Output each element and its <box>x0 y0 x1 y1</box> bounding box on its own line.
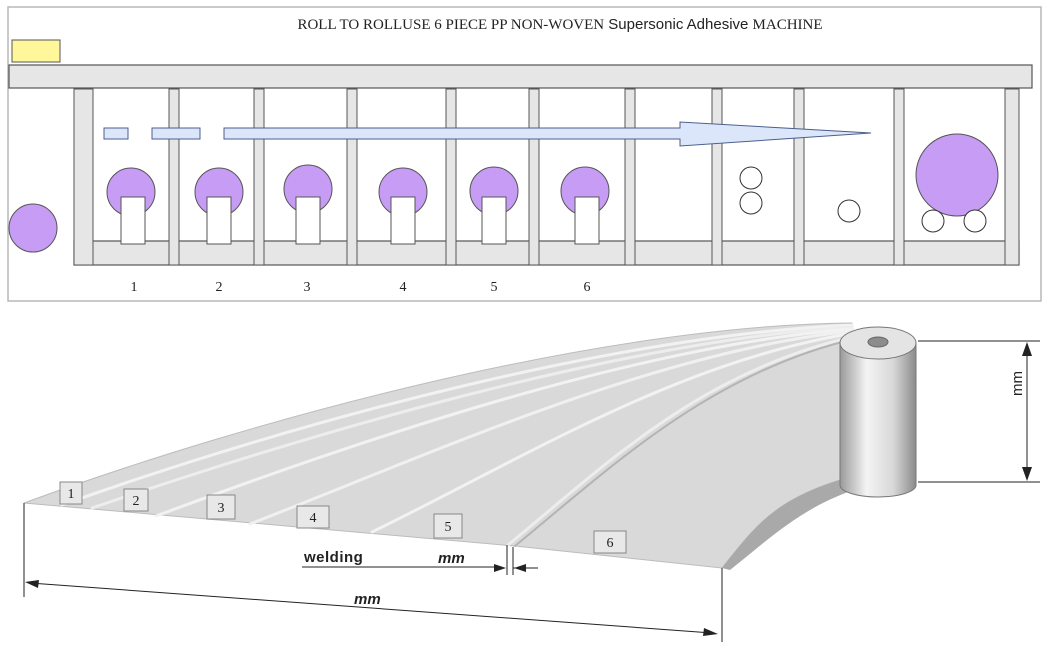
support-roller <box>921 209 945 233</box>
frame-post <box>253 88 265 266</box>
strip-label: 1 <box>68 487 75 502</box>
arrowhead <box>1022 467 1032 481</box>
frame-post <box>168 88 180 266</box>
frame-post <box>793 88 805 266</box>
strip-label-box <box>59 481 83 505</box>
frame-post <box>893 88 905 266</box>
seam-line <box>60 323 854 507</box>
arrowhead <box>494 564 506 572</box>
welding-station <box>378 167 428 245</box>
roll-core-hole <box>867 336 889 348</box>
seam-line <box>248 329 856 526</box>
roll-cylinder-body <box>839 342 917 498</box>
welding-station <box>283 164 333 245</box>
strip-label-box <box>593 530 627 554</box>
machine-title: ROLL TO ROLLUSE 6 PIECE PP NON-WOVEN Sup… <box>297 16 822 33</box>
strip-label: 6 <box>607 536 614 551</box>
station-number: 4 <box>400 280 407 295</box>
yellow-control-block <box>11 39 61 63</box>
guide-roller <box>739 166 763 190</box>
support-roller <box>963 209 987 233</box>
frame-post <box>73 88 94 266</box>
seam-line <box>370 331 857 534</box>
welding-unit: mm <box>438 550 465 567</box>
frame-post <box>1004 88 1020 266</box>
width-unit: mm <box>354 591 381 608</box>
station-horn <box>206 196 232 245</box>
machine-schematic: ROLL TO ROLLUSE 6 PIECE PP NON-WOVEN Sup… <box>7 6 1042 302</box>
seam-shadow <box>514 337 859 547</box>
strip-label-box <box>123 488 149 512</box>
feed-direction-arrow <box>223 121 872 147</box>
guide-roller <box>837 199 861 223</box>
frame-post <box>445 88 457 266</box>
feed-block <box>103 127 129 140</box>
strip-label-box <box>296 505 330 529</box>
station-number: 6 <box>584 280 591 295</box>
station-number: 1 <box>131 280 138 295</box>
unwind-roll <box>8 203 58 253</box>
arrowhead <box>514 564 526 572</box>
arrowhead <box>25 580 39 588</box>
strip-label: 3 <box>218 501 225 516</box>
frame-post <box>528 88 540 266</box>
station-number: 2 <box>216 280 223 295</box>
frame-post <box>346 88 358 266</box>
strip-label-box <box>206 494 236 520</box>
top-beam <box>8 64 1033 89</box>
station-number: 3 <box>304 280 311 295</box>
strip-label: 4 <box>310 511 317 526</box>
station-horn <box>120 196 146 245</box>
frame-post <box>711 88 723 266</box>
welding-station <box>194 167 244 245</box>
welding-station <box>106 167 156 245</box>
base-beam <box>73 240 1020 266</box>
fabric-illustration: 1 2 3 4 5 6 <box>23 322 1040 642</box>
strip-label: 5 <box>445 520 452 535</box>
roll-height-unit: mm <box>1009 371 1026 396</box>
seam-line <box>154 327 855 518</box>
seam-line <box>90 325 854 510</box>
seam-line <box>506 334 859 547</box>
station-horn <box>574 196 600 245</box>
arrowhead <box>1022 342 1032 356</box>
welding-station <box>469 166 519 245</box>
rewind-roll <box>915 133 999 217</box>
welding-station <box>560 166 610 245</box>
arrowhead <box>703 628 718 636</box>
welding-label: welding <box>303 549 363 566</box>
guide-roller <box>739 191 763 215</box>
station-horn <box>481 196 507 245</box>
station-number: 5 <box>491 280 498 295</box>
strip-label: 2 <box>133 494 140 509</box>
station-horn <box>390 196 416 245</box>
frame-posts <box>73 88 1020 266</box>
feed-block <box>151 127 201 140</box>
station-horn <box>295 196 321 245</box>
frame-post <box>624 88 636 266</box>
width-dimension-line <box>29 582 713 634</box>
strip-label-box <box>433 513 463 539</box>
